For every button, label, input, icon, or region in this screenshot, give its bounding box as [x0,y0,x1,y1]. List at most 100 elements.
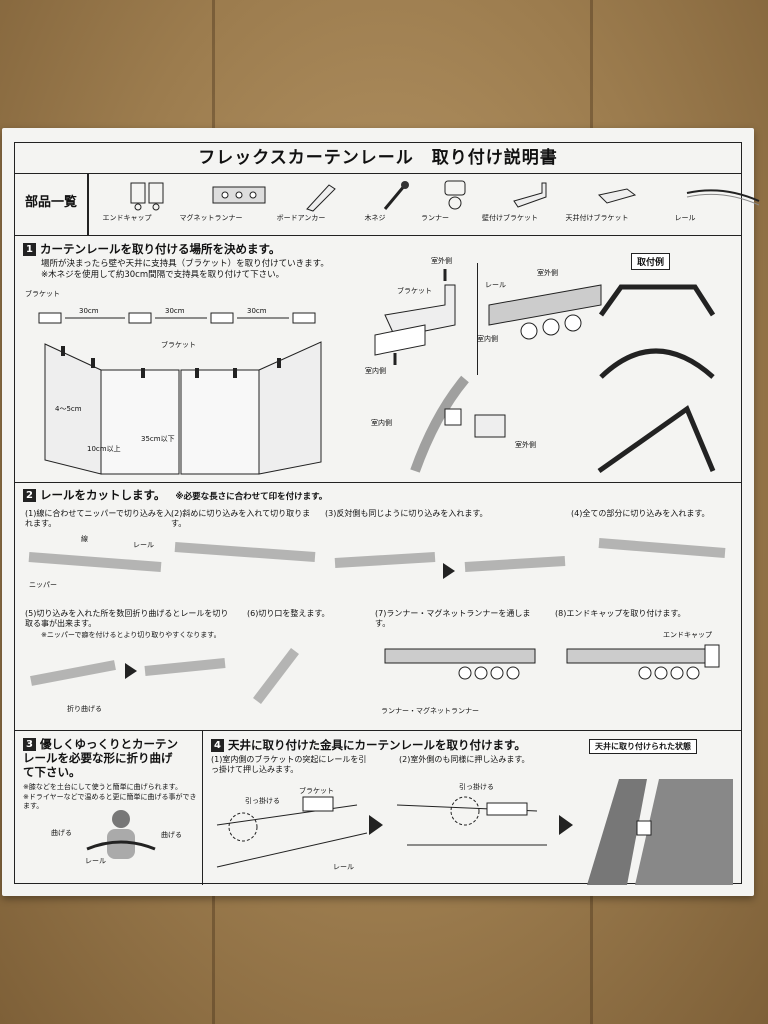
inside-label: 室内側 [365,367,386,375]
install-step-2: (2)室外側のも同様に押し込みます。 [399,755,530,764]
cut-step-1: (1)線に合わせてニッパーで切り込みを入れます。 [25,509,172,528]
hook-label: 引っ掛ける [459,783,494,791]
dimension-label: 10cm以上 [87,445,121,453]
cut-step-7: (7)ランナー・マグネットランナーを通します。 [375,609,531,628]
cut-step-5: (5)切り込みを入れた所を数回折り曲げるとレールを切り取る事が出来ます。 [25,609,229,628]
part-label: マグネットランナー [179,214,243,222]
part-label: エンドキャップ [102,214,152,222]
section-1-note: ※木ネジを使用して約30cm間隔で支持具を取り付けて下さい。 [41,270,285,280]
bracket-spacing-diagram [38,312,316,324]
rail-label: レール [333,863,354,871]
cut-diagrams-row2 [30,644,720,705]
wall-bracket-icon [490,179,547,213]
ceiling-bracket-diagram [410,375,506,473]
cut-step-8: (8)エンドキャップを取り付けます。 [555,609,686,618]
part-label: 壁付けブラケット [482,214,538,222]
section-4: 4 天井に取り付けた金具にカーテンレールを取り付けます。 (1)室内側のブラケット… [203,731,741,885]
section-2: 2 レールをカットします。 ※必要な長さに合わせて印を付けます。 (1)線に合わせ… [15,483,741,731]
example-label: 取付例 [631,253,671,270]
endcap-label: エンドキャップ [663,631,712,639]
divider [87,173,89,235]
instruction-frame: フレックスカーテンレール 取り付け説明書 部品一覧 エンドキャップ マグネットラ… [14,142,760,885]
section-3-note: ※膝などを土台にして使うと簡単に曲げられます。 [23,783,182,791]
outside-label: 室外側 [515,441,536,449]
instruction-sheet: フレックスカーテンレール 取り付け説明書 部品一覧 エンドキャップ マグネットラ… [2,128,760,896]
hook-label: 引っ掛ける [245,797,280,805]
dimension-label: 4～5cm [55,405,82,413]
part-ceiling-bracket: 天井付けブラケット [561,179,637,223]
page-title: フレックスカーテンレール 取り付け説明書 [15,143,741,174]
bracket-label: ブラケット [25,290,60,298]
cut-step-6: (6)切り口を整えます。 [247,609,330,618]
part-wood-screw: 木ネジ [353,179,409,223]
spacing-label: 30cm [247,307,267,315]
inside-label: 室内側 [477,335,498,343]
divider [477,263,478,375]
section-title: 天井に取り付けた金具にカーテンレールを取り付けます。 [228,738,526,752]
part-label: 天井付けブラケット [565,214,629,222]
window-diagram [44,341,322,475]
section-note: ※必要な長さに合わせて印を付けます。 [175,492,328,502]
section-title: レールをカットします。 [40,488,166,502]
section-4-heading: 4 天井に取り付けた金具にカーテンレールを取り付けます。 [211,737,526,753]
part-wall-bracket: 壁付けブラケット [475,179,547,223]
person-bending-rail-icon [86,810,156,859]
section-1-heading: 1 カーテンレールを取り付ける場所を決めます。 [23,241,280,257]
section-2-heading: 2 レールをカットします。 ※必要な長さに合わせて印を付けます。 [23,487,327,503]
bend-label: 曲げる [51,829,72,837]
section-number: 3 [23,738,36,751]
wall-bracket-diagram [374,269,456,365]
spacing-label: 30cm [165,307,185,315]
outside-label: 室外側 [431,257,452,265]
rail-label: レール [133,541,154,549]
section-number: 1 [23,243,36,256]
section-1: 1 カーテンレールを取り付ける場所を決めます。 場所が決まったら壁や天井に支持具（… [15,235,741,483]
section-number: 2 [23,489,36,502]
parts-list: 部品一覧 エンドキャップ マグネットランナー ボードアンカー 木ネジ [15,173,760,236]
part-label: ボードアンカー [276,214,326,222]
cut-step-2: (2)斜めに切り込みを入れて切り取ります。 [171,509,311,528]
install-step-1: (1)室内側のブラケットの突起にレールを引っ掛けて押し込みます。 [211,755,367,774]
runners-label: ランナー・マグネットランナー [381,707,479,715]
cut-step-4: (4)全ての部分に切り込みを入れます。 [571,509,710,518]
cut-step-5-note: ※ニッパーで癖を付けるとより切り取りやすくなります。 [41,631,221,639]
part-board-anchor: ボードアンカー [269,179,336,223]
inside-label: 室内側 [371,419,392,427]
line-label: 線 [81,535,88,543]
section-title: 優しくゆっくりとカーテンレールを必要な形に折り曲げて下さい。 [23,737,178,779]
bracket-label: ブラケット [397,287,432,295]
cut-step-3: (3)反対側も同じように切り込みを入れます。 [325,509,488,518]
installed-state-label: 天井に取り付けられた状態 [589,739,697,754]
dimension-label: 35cm以下 [141,435,175,443]
bend-label: 折り曲げる [67,705,102,713]
bracket-label: ブラケット [299,787,334,795]
magnet-runner-icon [183,179,266,213]
bend-label: 曲げる [161,831,182,839]
part-label: 木ネジ [364,214,386,222]
runner-rail-diagram [488,284,602,340]
section-1-text: 場所が決まったら壁や天井に支持具（ブラケット）を取り付けていきます。 [41,259,329,269]
ceiling-bracket-icon [577,179,637,213]
section-title: カーテンレールを取り付ける場所を決めます。 [40,242,281,256]
part-rail: レール [645,179,760,223]
rail-label: レール [85,857,106,865]
part-runner: ランナー [413,179,466,223]
example-shapes [597,284,716,474]
part-label: ランナー [421,214,449,222]
runner-icon [415,179,466,213]
nipper-label: ニッパー [29,581,57,589]
board-anchor-icon [281,179,336,213]
bracket-label: ブラケット [161,341,196,349]
section-number: 4 [211,739,224,752]
section-3-note: ※ドライヤーなどで温めると更に簡単に曲げる事ができます。 [23,793,197,810]
rail-icon [647,179,760,213]
rail-label: レール [485,281,506,289]
part-end-cap: エンドキャップ [97,179,164,223]
spacing-label: 30cm [79,307,99,315]
wood-screw-icon [355,179,409,213]
install-diagrams [216,779,733,885]
part-magnet-runner: マグネットランナー [175,179,266,223]
cut-diagrams-row1 [28,538,726,579]
